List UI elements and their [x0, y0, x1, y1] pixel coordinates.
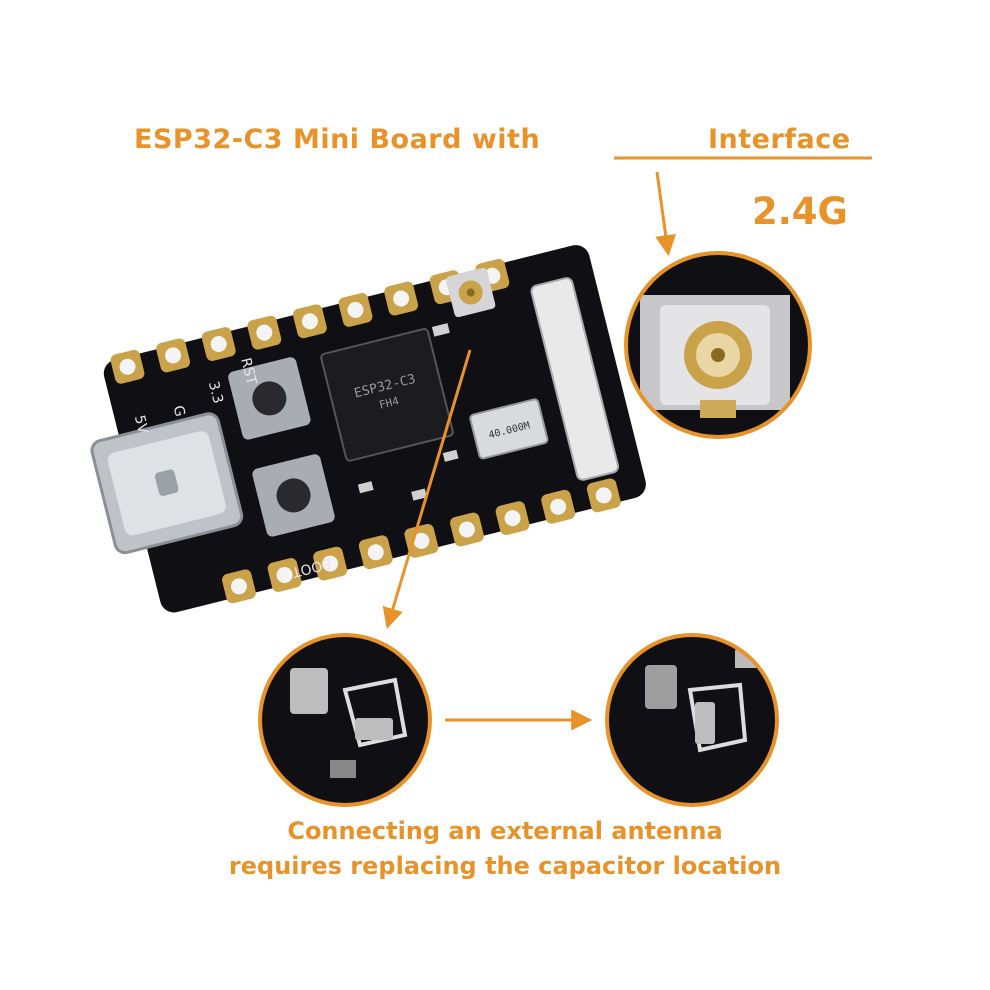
band-label: 2.4G — [752, 190, 848, 233]
pin-pad — [384, 281, 419, 316]
boot-button — [252, 454, 335, 537]
pin-pad — [338, 293, 373, 327]
esp32-c3-chip: ESP32-C3 FH4 — [320, 328, 454, 462]
pin-pad — [247, 315, 282, 350]
caption-line-1: Connecting an external antenna — [287, 817, 723, 845]
arrow-to-antenna — [655, 171, 677, 257]
ceramic-antenna — [530, 277, 620, 481]
capacitor-zoom-before — [258, 633, 432, 807]
pin-pad — [293, 304, 327, 339]
pin-pad — [222, 569, 256, 604]
pin-pad — [450, 512, 484, 547]
esp32-c3-board: ESP32-C3 FH4 40.000M 5V G — [90, 245, 646, 613]
pin-pad — [586, 478, 621, 513]
capacitor-zoom-after — [605, 633, 779, 807]
rst-label: RST — [237, 356, 259, 387]
caption-line-2: requires replacing the capacitor locatio… — [228, 852, 782, 880]
crystal-oscillator: 40.000M — [469, 398, 549, 460]
rst-button — [228, 357, 311, 440]
pin-pad — [404, 523, 439, 558]
pin-pad — [495, 501, 530, 536]
pin-label-g: G — [170, 404, 188, 418]
pin-pad — [156, 338, 191, 373]
pin-pad — [110, 349, 145, 384]
pin-label-5v: 5V — [131, 414, 151, 436]
ipex-connector — [446, 267, 496, 318]
usb-c-connector — [90, 412, 244, 555]
pin-label-3v3: 3.3 — [205, 380, 226, 405]
title-left: ESP32-C3 Mini Board with — [134, 124, 541, 155]
pin-pad — [541, 489, 576, 524]
antenna-zoom-circle — [624, 251, 812, 439]
top-pin-header — [110, 258, 510, 384]
arrow-to-capacitor — [382, 349, 472, 630]
title-right: Interface — [708, 124, 851, 155]
pin-pad — [358, 535, 393, 570]
chip-label-2: FH4 — [378, 394, 401, 412]
pin-pad — [267, 558, 302, 592]
pin-pad — [313, 546, 348, 581]
pin-pad — [201, 327, 236, 361]
bottom-pin-header — [222, 478, 621, 604]
